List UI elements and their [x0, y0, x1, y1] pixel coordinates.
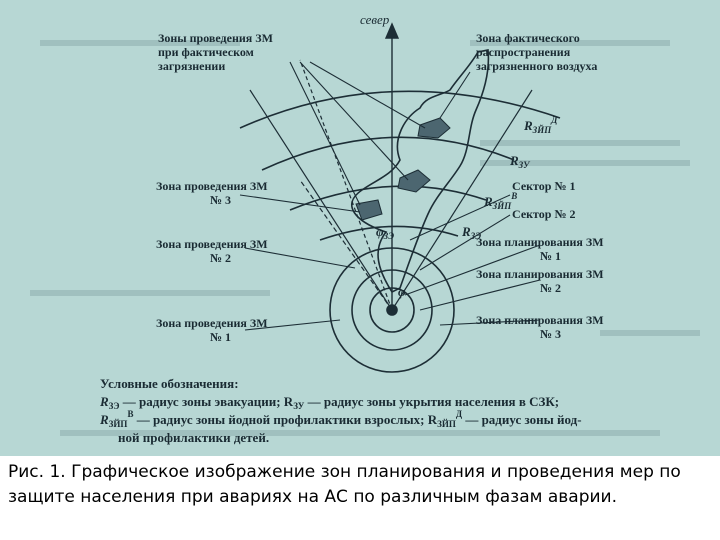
- label-zone3-2: № 3: [210, 193, 231, 207]
- diagram-photo: север Зоны проведения ЗМ при фактическом…: [0, 0, 720, 456]
- north-label: север: [360, 12, 390, 27]
- diagram-svg: север Зоны проведения ЗМ при фактическом…: [30, 12, 700, 445]
- zone-arcs: [239, 90, 561, 241]
- plume-outline: [351, 49, 490, 294]
- arc-r-zip-d: [239, 90, 561, 129]
- label-r-zip-d: RЗЙПД: [523, 115, 558, 135]
- label-zone1-2: № 1: [210, 330, 231, 344]
- background-text-texture: [30, 40, 700, 436]
- label-plan2-2: № 2: [540, 281, 561, 295]
- label-sector1: Сектор № 1: [512, 179, 576, 193]
- label-phi-ze: φЗЭ: [376, 224, 394, 241]
- label-r-ze: RЗЭ: [461, 224, 481, 241]
- label-plan2-1: Зона планирования ЗМ: [476, 267, 604, 281]
- label-zone2-1: Зона проведения ЗМ: [156, 237, 268, 251]
- legend-line-3: ной профилактики детей.: [118, 430, 269, 445]
- label-zone1-1: Зона проведения ЗМ: [156, 316, 268, 330]
- label-zone3-1: Зона проведения ЗМ: [156, 179, 268, 193]
- arc-r-zip-v: [289, 185, 487, 211]
- label-plan3-1: Зона планирования ЗМ: [476, 313, 604, 327]
- label-zones-actual-3: загрязнении: [158, 59, 225, 73]
- sector-lines: [249, 59, 533, 311]
- label-zone-air-1: Зона фактического: [476, 31, 580, 45]
- label-zone2-2: № 2: [210, 251, 231, 265]
- legend-line-2: RЗЙПВ — радиус зоны йодной профилактики …: [99, 409, 582, 429]
- pointer-lines: [239, 61, 541, 331]
- legend-line-1: RЗЭ — радиус зоны эвакуации; RЗУ — радиу…: [99, 394, 559, 411]
- label-plan1-1: Зона планирования ЗМ: [476, 235, 604, 249]
- label-zone-air-2: распространения: [476, 45, 571, 59]
- label-plan3-2: № 3: [540, 327, 561, 341]
- legend-title: Условные обозначения:: [100, 376, 239, 391]
- label-r-zu: RЗУ: [509, 153, 531, 170]
- label-zone-air-3: загрязненного воздуха: [476, 59, 597, 73]
- figure-caption: Рис. 1. Графическое изображение зон план…: [8, 462, 681, 507]
- label-zones-actual-1: Зоны проведения ЗМ: [158, 31, 273, 45]
- label-plan1-2: № 1: [540, 249, 561, 263]
- arc-r-ze: [319, 225, 459, 241]
- label-phi: φ: [398, 284, 406, 299]
- label-r-zip-v: RЗЙПВ: [483, 191, 517, 211]
- arc-r-zu: [261, 136, 515, 171]
- contaminated-spots: [355, 117, 451, 221]
- label-zones-actual-2: при фактическом: [158, 45, 254, 59]
- label-sector2: Сектор № 2: [512, 207, 576, 221]
